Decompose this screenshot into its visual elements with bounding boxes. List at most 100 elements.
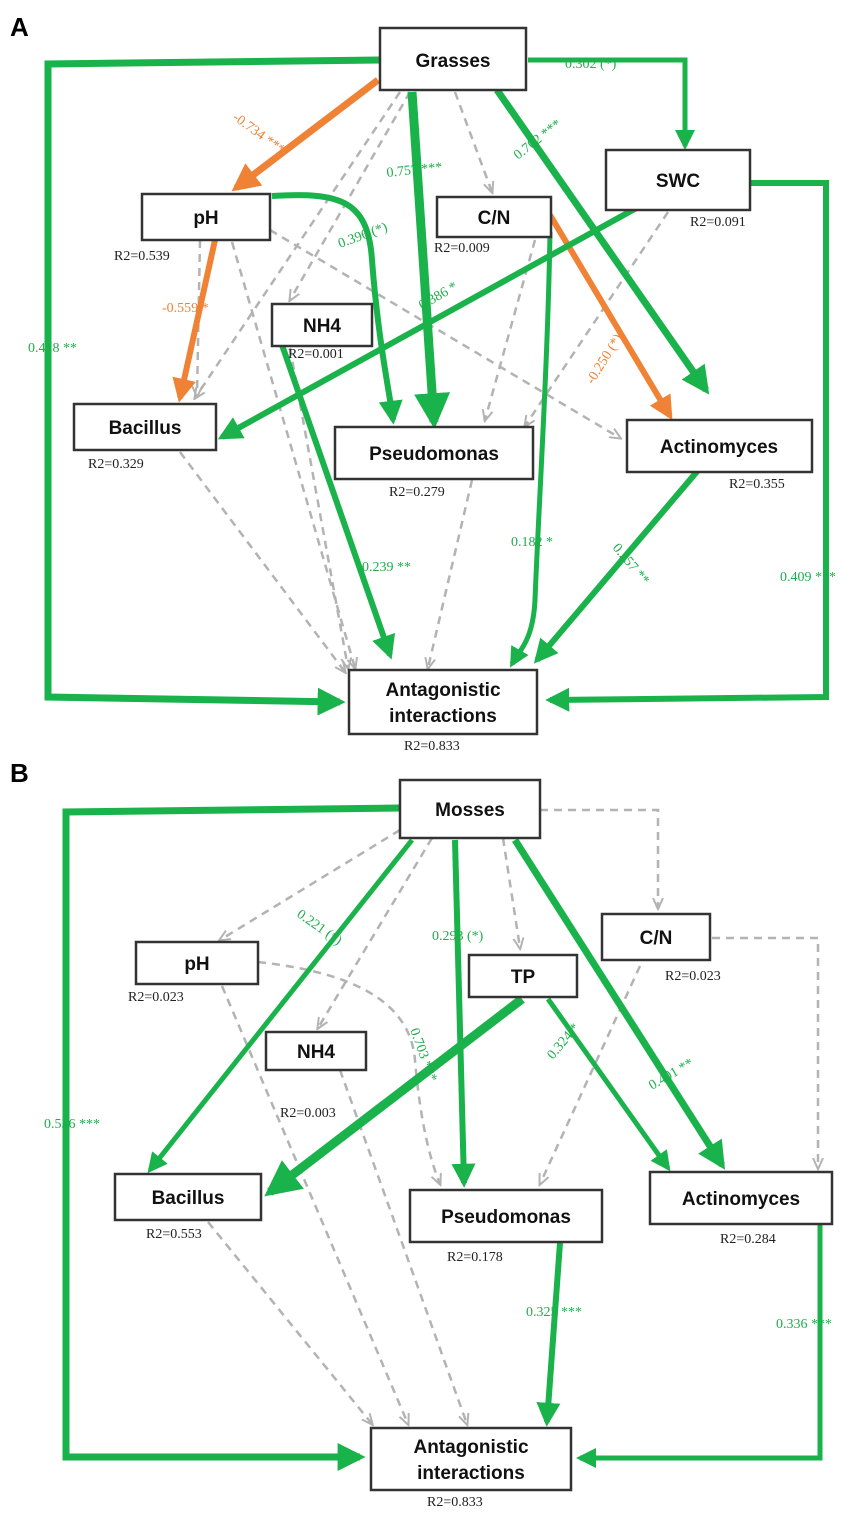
node-swc-label: SWC [656,171,701,192]
node-grasses-label: Grasses [415,51,490,72]
panel-a-significant-paths [44,56,829,716]
path-ph-bacillus [197,239,200,396]
coef-mosses-pseudomonas: 0.293 (*) [432,929,484,944]
path-mosses-actinomyces [512,838,726,1170]
coef-nh4-antagonistic: 0.239 ** [362,560,411,575]
node-bacillus-b-label: Bacillus [152,1188,225,1209]
coef-mosses-antagonistic: 0.536 *** [44,1117,100,1132]
path-mosses-ph [220,828,401,940]
path-grasses-nh4 [290,91,412,300]
node-bacillus-b-r2: R2=0.553 [146,1227,202,1242]
node-pseudomonas-b-label: Pseudomonas [441,1207,571,1228]
path-bacillus-antagonistic [179,451,345,672]
panel-a-label: A [10,12,29,42]
path-nh4-antagonistic-sig [279,344,396,660]
path-pseudomonas-antagonistic [428,479,474,668]
coef-grasses-ph: -0.734 *** [230,110,288,158]
node-antagonistic-b-line1: Antagonistic [413,1437,528,1458]
path-cn-antagonistic [509,231,553,668]
node-tp: TP [467,953,579,999]
path-swc-antagonistic [545,180,829,712]
panel-a: A [10,12,836,754]
coef-swc-antagonistic: 0.409 *** [780,570,836,585]
node-ph-label: pH [193,208,218,229]
node-antagonistic: Antagonistic interactions R2=0.833 [347,668,539,754]
node-mosses: Mosses [398,778,542,840]
panel-b-significant-paths [62,804,823,1471]
path-swc-bacillus [217,203,642,440]
node-ph-r2: R2=0.539 [114,249,170,264]
node-cn-b-r2: R2=0.023 [665,969,721,984]
path-cn-pseudomonas [540,965,642,1184]
coef-cn-actinomyces: -0.250 (*) [584,331,627,387]
path-bacillus-antagonistic [207,1221,372,1424]
node-cn: C/N R2=0.009 [434,195,553,256]
node-ph-b-label: pH [184,954,209,975]
node-antagonistic-line1: Antagonistic [385,680,500,701]
path-pseudomonas-antagonistic [536,1242,563,1427]
path-mosses-nh4 [318,837,434,1028]
path-tp-actinomyces [545,997,671,1172]
path-mosses-pseudomonas [451,839,476,1188]
coef-tp-bacillus: 0.703 *** [406,1026,439,1084]
path-grasses-cn [453,91,492,192]
path-ph-pseudomonas [257,960,440,1184]
node-cn-b: C/N R2=0.023 [600,912,721,984]
node-actinomyces: Actinomyces R2=0.355 [625,418,814,492]
coef-grasses-antagonistic: 0.418 ** [28,341,77,356]
node-ph-b-r2: R2=0.023 [128,990,184,1005]
node-ph: pH R2=0.539 [114,192,272,264]
node-cn-r2: R2=0.009 [434,241,490,256]
path-mosses-tp [501,837,520,948]
path-grasses-ph [231,77,381,192]
panel-b-label: B [10,758,29,788]
node-tp-label: TP [511,967,536,988]
panel-b: B 0.221 (*) 0.293 ( [10,758,834,1510]
path-swc-pseudomonas [525,211,670,426]
node-pseudomonas-b: Pseudomonas R2=0.178 [408,1188,604,1265]
node-pseudomonas: Pseudomonas R2=0.279 [333,425,535,500]
coef-actinomyces-antagonistic: 0.336 *** [776,1317,832,1332]
node-grasses: Grasses [378,26,528,92]
node-swc-r2: R2=0.091 [690,215,746,230]
path-mosses-bacillus [147,838,414,1174]
node-bacillus-r2: R2=0.329 [88,457,144,472]
coef-ph-bacillus: -0.559 * [162,301,209,316]
path-ph-bacillus-sig [172,239,218,403]
node-antagonistic-b-r2: R2=0.833 [427,1495,483,1510]
coef-grasses-swc: 0.302 (*) [565,57,617,72]
node-actinomyces-b-r2: R2=0.284 [720,1232,776,1247]
path-actinomyces-antagonistic [533,466,703,664]
path-ph-pseudomonas [271,192,403,425]
coef-pseudomonas-antagonistic: 0.325 *** [526,1305,582,1320]
path-grasses-antagonistic [44,56,381,716]
node-actinomyces-label: Actinomyces [660,437,778,458]
node-antagonistic-line2: interactions [389,706,497,727]
node-pseudomonas-r2: R2=0.279 [389,485,445,500]
node-antagonistic-r2: R2=0.833 [404,739,460,754]
node-mosses-label: Mosses [435,800,505,821]
node-cn-b-label: C/N [640,928,673,949]
node-nh4-label: NH4 [303,316,341,337]
node-actinomyces-r2: R2=0.355 [729,477,785,492]
node-actinomyces-b: Actinomyces R2=0.284 [648,1170,834,1247]
path-ph-actinomyces [269,228,620,438]
node-bacillus-b: Bacillus R2=0.553 [113,1172,263,1242]
node-swc: SWC R2=0.091 [604,148,752,230]
node-cn-label: C/N [478,208,511,229]
node-nh4-r2: R2=0.001 [288,347,344,362]
node-pseudomonas-b-r2: R2=0.178 [447,1250,503,1265]
node-nh4-b-r2: R2=0.003 [280,1106,336,1121]
path-tp-bacillus [264,995,525,1197]
node-pseudomonas-label: Pseudomonas [369,444,499,465]
path-nh4-antagonistic [288,347,348,668]
path-grasses-swc [528,57,695,150]
panel-a-nonsignificant-paths [179,91,670,672]
node-ph-b: pH R2=0.023 [128,940,260,1005]
node-nh4-b: NH4 R2=0.003 [264,1030,368,1121]
path-nh4-antagonistic [338,1069,467,1424]
node-bacillus-label: Bacillus [109,418,182,439]
path-mosses-cn [540,808,658,908]
coef-grasses-pseudomonas: 0.757 *** [386,160,443,181]
path-cn-actinomyces [712,936,818,1168]
